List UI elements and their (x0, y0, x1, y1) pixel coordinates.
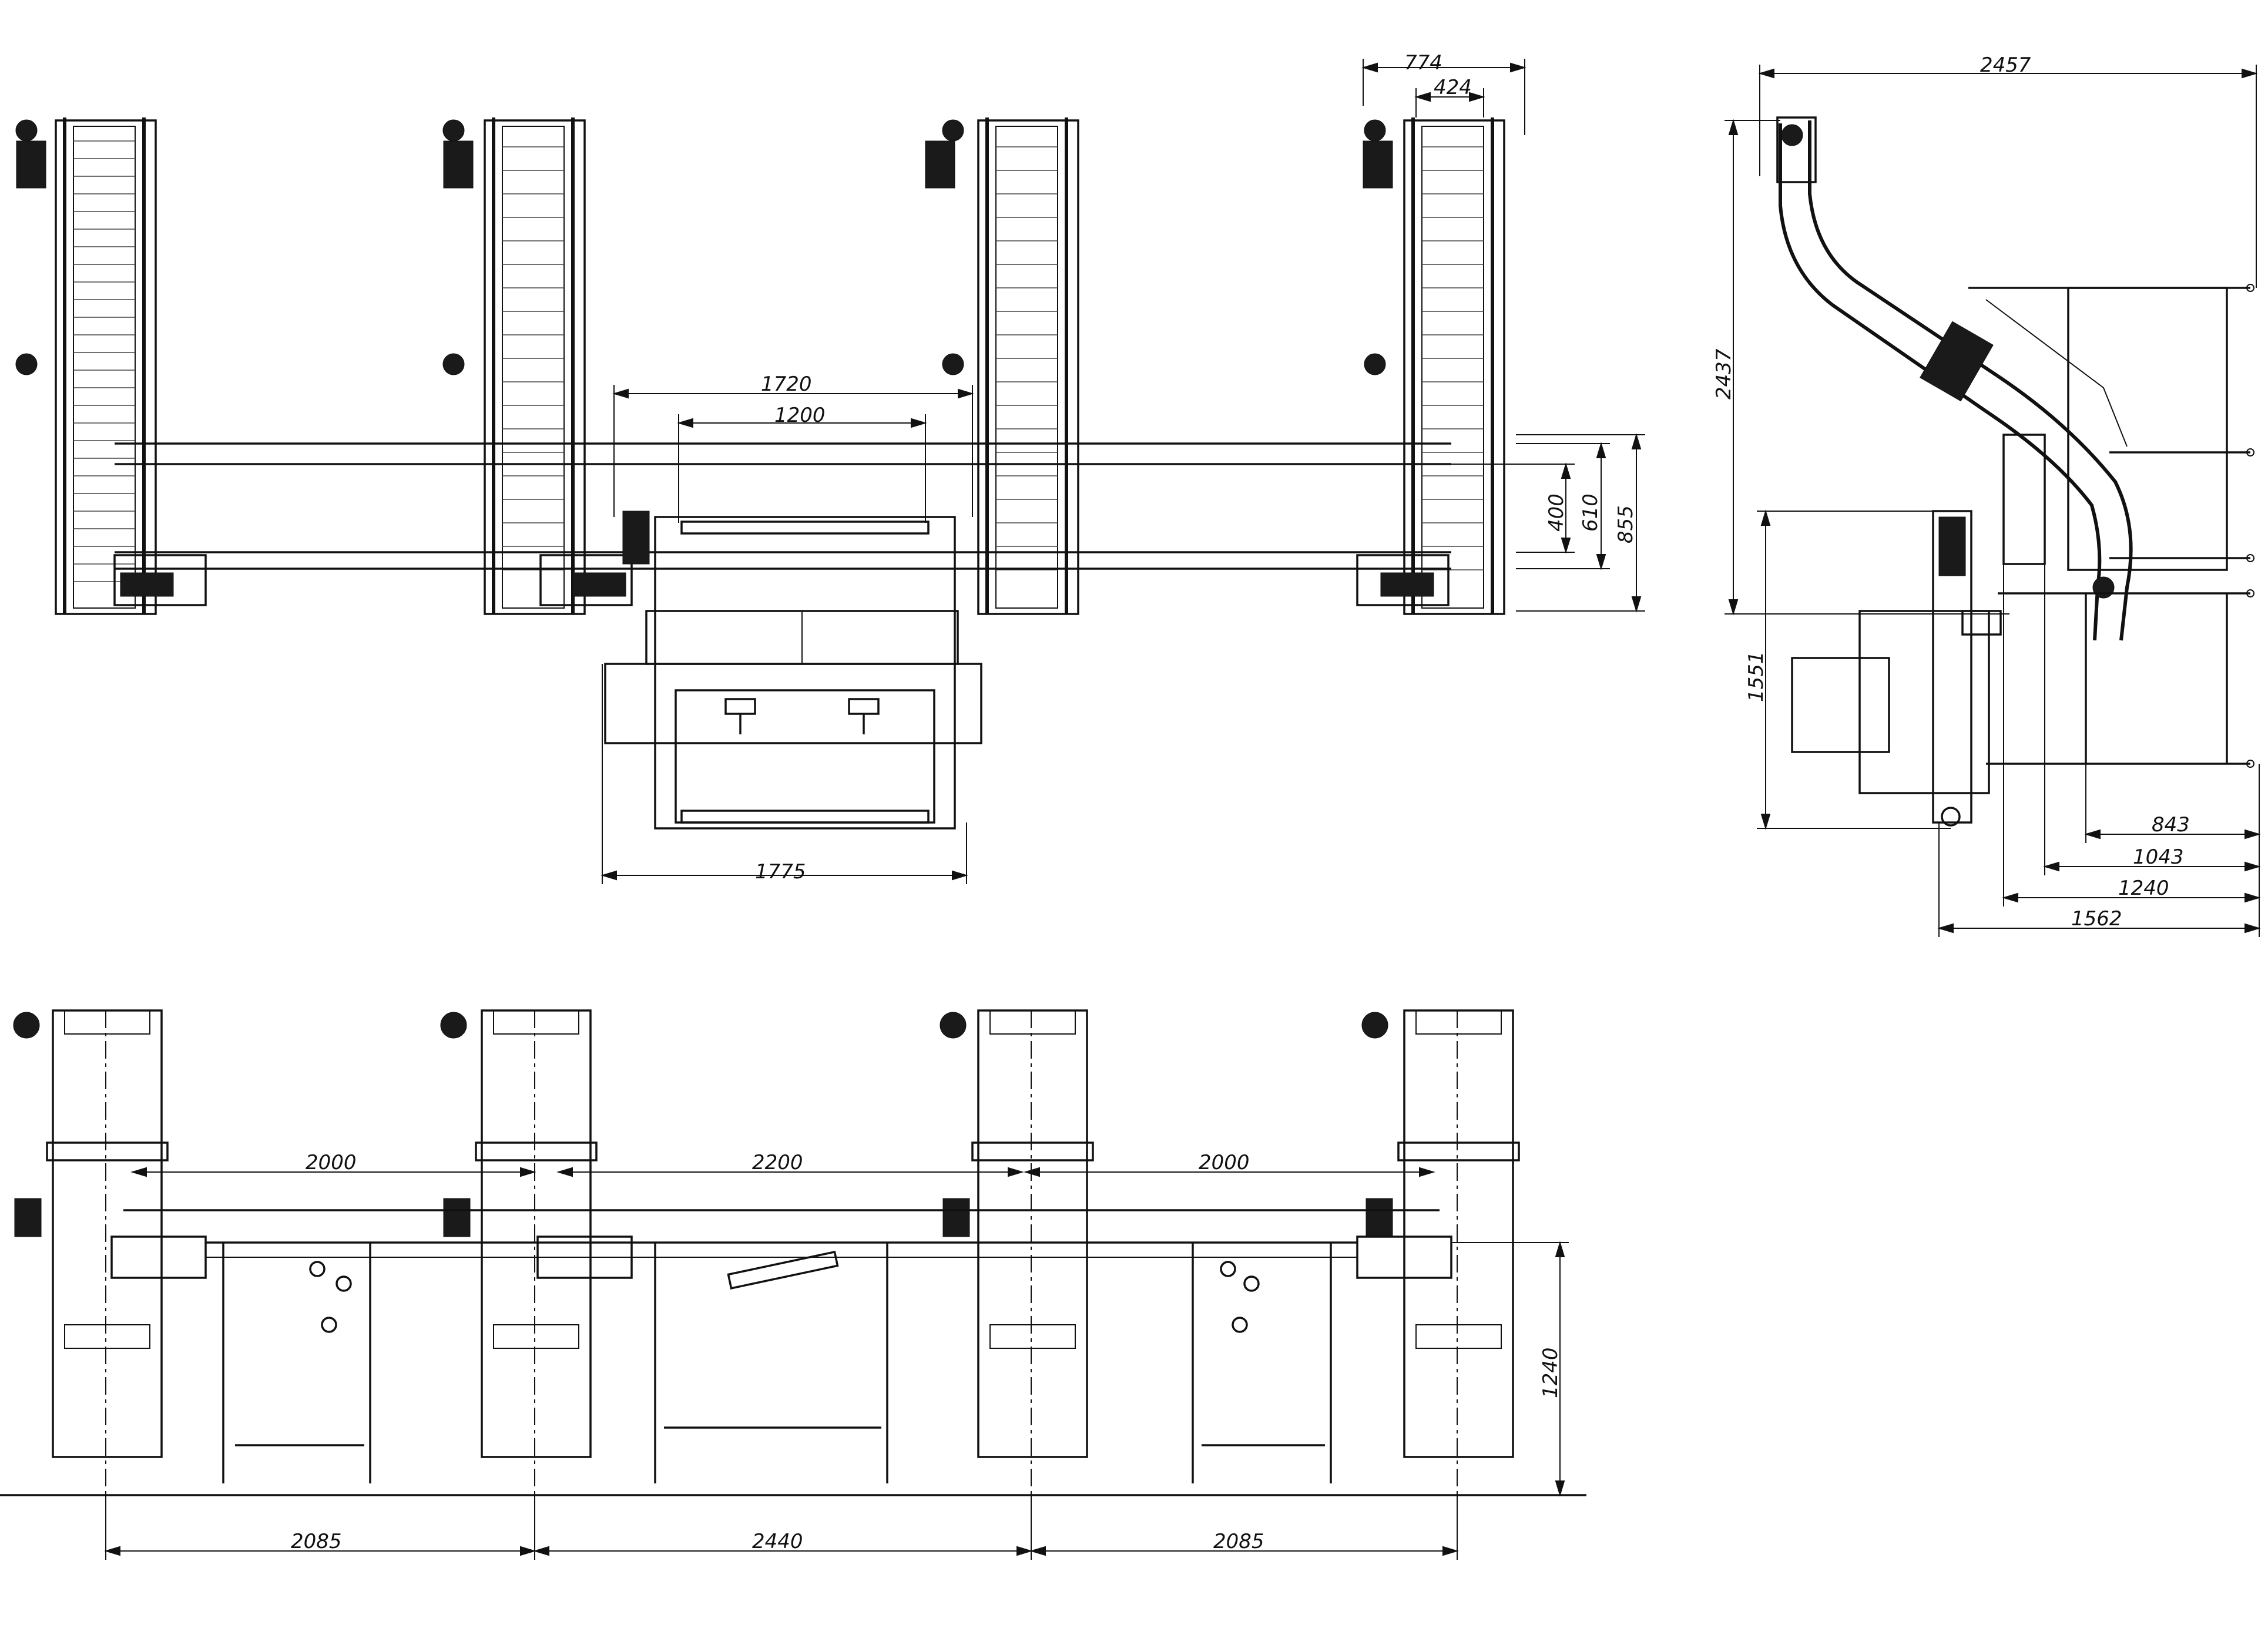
dim-400: 400 (1545, 493, 1568, 532)
dim-1720: 1720 (761, 372, 812, 396)
dim-855: 855 (1614, 505, 1638, 543)
dim-1775: 1775 (755, 860, 806, 884)
plan-view: 774 424 1720 1200 1775 400 610 (15, 51, 1645, 884)
lift-module-3-plan (925, 117, 1079, 615)
dim-2085-left: 2085 (291, 1530, 342, 1553)
dim-1240-side: 1240 (2118, 877, 2169, 900)
dim-2440: 2440 (752, 1530, 803, 1553)
dim-2200: 2200 (752, 1151, 803, 1174)
dim-1562: 1562 (2071, 907, 2122, 931)
dim-424: 424 (1434, 76, 1472, 99)
lift-module-4-front (1361, 1009, 1520, 1495)
dim-774: 774 (1404, 51, 1442, 75)
dim-2457: 2457 (1980, 53, 2031, 77)
motor-icon (1363, 140, 1393, 189)
front-view: 2000 2200 2000 1240 2085 2440 2085 (0, 1009, 1586, 1560)
side-dimensions: 2457 2437 1551 843 1043 1240 1562 (1712, 53, 2261, 937)
motor-icon (925, 140, 955, 189)
lift-module-2-front (440, 1009, 598, 1495)
dim-2000-right: 2000 (1199, 1151, 1250, 1174)
dim-2000-left: 2000 (306, 1151, 357, 1174)
base-unit-side (1791, 434, 2046, 827)
lift-module-1-front (13, 1009, 169, 1495)
lift-module-1-plan (15, 117, 207, 615)
lift-module-3-front (940, 1009, 1094, 1495)
plan-dimensions: 774 424 1720 1200 1775 400 610 (600, 51, 1645, 884)
motor-icon (443, 140, 474, 189)
dim-1043: 1043 (2133, 845, 2184, 869)
motor-icon (16, 140, 46, 189)
dim-1240-height: 1240 (1539, 1347, 1562, 1398)
dim-2085-right: 2085 (1213, 1530, 1264, 1553)
dim-2437: 2437 (1712, 348, 1736, 399)
lift-module-4-plan (1356, 117, 1505, 615)
front-dimensions: 2000 2200 2000 1240 2085 2440 2085 (104, 1151, 1569, 1560)
dim-1551: 1551 (1744, 651, 1768, 702)
connecting-conveyors-front (110, 1209, 1452, 1483)
lift-module-2-plan (442, 117, 633, 615)
dim-610: 610 (1579, 493, 1602, 532)
dim-843: 843 (2152, 813, 2190, 837)
side-view: 2457 2437 1551 843 1043 1240 1562 (1712, 53, 2261, 937)
frame-side (1968, 284, 2254, 768)
spiral-lift-side (1776, 116, 2133, 641)
dim-1200: 1200 (774, 404, 826, 427)
transfer-table-plan (604, 511, 982, 830)
horizontal-rails-plan (115, 442, 1563, 570)
